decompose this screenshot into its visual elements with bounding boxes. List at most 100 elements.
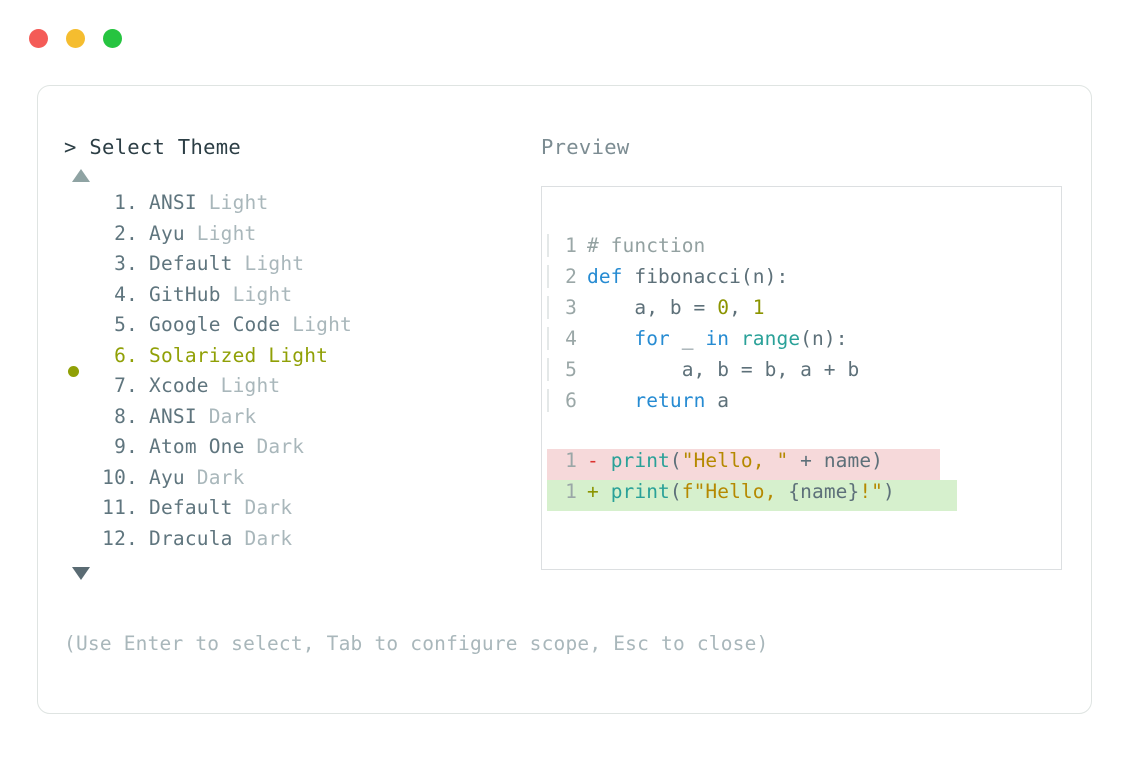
diff-added-line: 1+ print(f"Hello, {name}!") bbox=[542, 480, 1061, 511]
line-number: 4 bbox=[547, 327, 577, 350]
theme-index: 5. bbox=[114, 313, 138, 336]
code-token: a, b = bbox=[587, 296, 718, 319]
theme-variant: Dark bbox=[184, 465, 245, 489]
line-number: 6 bbox=[547, 389, 577, 412]
code-token: , bbox=[729, 296, 753, 319]
code-token: !" bbox=[859, 480, 884, 503]
diff-line-content: 1+ print(f"Hello, {name}!") bbox=[547, 480, 895, 503]
theme-variant: Light bbox=[196, 191, 269, 214]
theme-name: Xcode bbox=[149, 374, 209, 397]
theme-index: 3. bbox=[114, 252, 138, 275]
triangle-up-icon[interactable] bbox=[72, 169, 90, 182]
diff-marker: - bbox=[587, 449, 611, 472]
line-number: 2 bbox=[547, 265, 577, 288]
diff-removed-line: 1- print("Hello, " + name) bbox=[542, 449, 1061, 480]
triangle-down-icon[interactable] bbox=[72, 567, 90, 580]
code-token: in bbox=[705, 327, 730, 350]
code-token bbox=[587, 327, 634, 350]
theme-list-item[interactable]: 6.Solarized Light bbox=[64, 343, 534, 377]
diff-line-content: 1- print("Hello, " + name) bbox=[547, 449, 883, 472]
theme-name: Default bbox=[149, 496, 233, 519]
theme-variant: Light bbox=[232, 252, 305, 275]
code-token: fibonacci(n): bbox=[622, 265, 789, 288]
code-token: {name} bbox=[788, 480, 860, 503]
code-line: 6 return a bbox=[542, 389, 1061, 420]
prompt-marker: > bbox=[64, 135, 77, 159]
theme-name: Google Code bbox=[149, 313, 281, 336]
code-token: ( bbox=[669, 480, 682, 503]
theme-variant: Light bbox=[184, 221, 257, 245]
code-token: (n): bbox=[800, 327, 848, 350]
code-token: def bbox=[587, 265, 623, 288]
code-line: 2 def fibonacci(n): bbox=[542, 265, 1061, 296]
theme-list-item[interactable]: 4.GitHub Light bbox=[64, 283, 534, 314]
code-token: for bbox=[634, 327, 670, 350]
theme-list-item[interactable]: 11. Default Dark bbox=[64, 496, 534, 527]
diff-marker: + bbox=[587, 480, 611, 503]
theme-list-item[interactable]: 8.ANSI Dark bbox=[64, 405, 534, 436]
theme-name: Default bbox=[149, 252, 233, 275]
window-traffic-lights bbox=[29, 29, 122, 48]
theme-index: 11. bbox=[102, 496, 138, 519]
code-token: range bbox=[740, 327, 801, 350]
code-token: "Hello, " bbox=[681, 449, 789, 472]
code-token: return bbox=[634, 389, 706, 412]
theme-name: Atom One bbox=[149, 435, 245, 458]
keyboard-hint: (Use Enter to select, Tab to configure s… bbox=[64, 632, 769, 655]
maximize-window-button[interactable] bbox=[103, 29, 122, 48]
code-area: 1 # function 2 def fibonacci(n): 3 a, b = 0,… bbox=[542, 187, 1061, 511]
theme-list-item[interactable]: 10.Ayu Dark bbox=[64, 466, 534, 497]
code-line: 4 for _ in range(n): bbox=[542, 327, 1061, 358]
page-title-text: Select Theme bbox=[89, 135, 242, 159]
theme-variant: Dark bbox=[232, 526, 293, 550]
line-number: 1 bbox=[565, 449, 577, 472]
line-number: 1 bbox=[547, 234, 577, 257]
theme-name: ANSI bbox=[149, 191, 197, 214]
theme-list-item[interactable]: 2.Ayu Light bbox=[64, 222, 534, 253]
code-token bbox=[729, 327, 741, 350]
code-spacer bbox=[542, 420, 1061, 449]
preview-label: Preview bbox=[541, 135, 630, 159]
theme-variant: Dark bbox=[232, 496, 293, 519]
theme-list-item[interactable]: 1. ANSI Light bbox=[64, 191, 534, 222]
theme-list-item[interactable]: 5. Google Code Light bbox=[64, 313, 534, 344]
line-number: 3 bbox=[547, 296, 577, 319]
code-token: + name) bbox=[788, 449, 884, 472]
theme-list-item[interactable]: 7. Xcode Light bbox=[64, 374, 534, 405]
code-token: _ bbox=[669, 327, 706, 350]
code-token: ) bbox=[883, 480, 895, 503]
theme-index: 8. bbox=[114, 404, 138, 428]
theme-index: 4. bbox=[114, 282, 138, 306]
theme-index: 7. bbox=[114, 374, 138, 397]
theme-index: 2. bbox=[114, 221, 138, 245]
code-token: # function bbox=[587, 234, 706, 257]
theme-list-item[interactable]: 9.Atom One Dark bbox=[64, 435, 534, 466]
code-token: print bbox=[610, 449, 670, 472]
diff-highlight bbox=[547, 480, 957, 511]
theme-variant: Light bbox=[280, 313, 352, 336]
theme-list-item[interactable]: 3. Default Light bbox=[64, 252, 534, 283]
theme-variant: Dark bbox=[196, 404, 257, 428]
code-line: 5 a, b = b, a + b bbox=[542, 358, 1061, 389]
theme-name: Solarized bbox=[149, 343, 257, 367]
code-line: 1 # function bbox=[542, 234, 1061, 265]
code-token: a, b = b, a + b bbox=[587, 358, 860, 381]
code-line: 3 a, b = 0, 1 bbox=[542, 296, 1061, 327]
code-token: f"Hello, bbox=[681, 480, 789, 503]
theme-variant: Light bbox=[208, 374, 281, 397]
code-token: 0 bbox=[717, 296, 730, 319]
theme-list-item[interactable]: 12.Dracula Dark bbox=[64, 527, 534, 558]
preview-column: Preview 1 # function 2 def fibonacci(n): 3 a… bbox=[541, 134, 1069, 570]
close-window-button[interactable] bbox=[29, 29, 48, 48]
line-number: 1 bbox=[565, 480, 577, 503]
theme-index: 1. bbox=[114, 191, 138, 214]
minimize-window-button[interactable] bbox=[66, 29, 85, 48]
code-token: a bbox=[705, 389, 730, 412]
theme-name: Ayu bbox=[149, 465, 185, 489]
theme-variant: Light bbox=[220, 282, 293, 306]
code-token: ( bbox=[669, 449, 682, 472]
page-title: > Select Theme bbox=[64, 134, 534, 160]
